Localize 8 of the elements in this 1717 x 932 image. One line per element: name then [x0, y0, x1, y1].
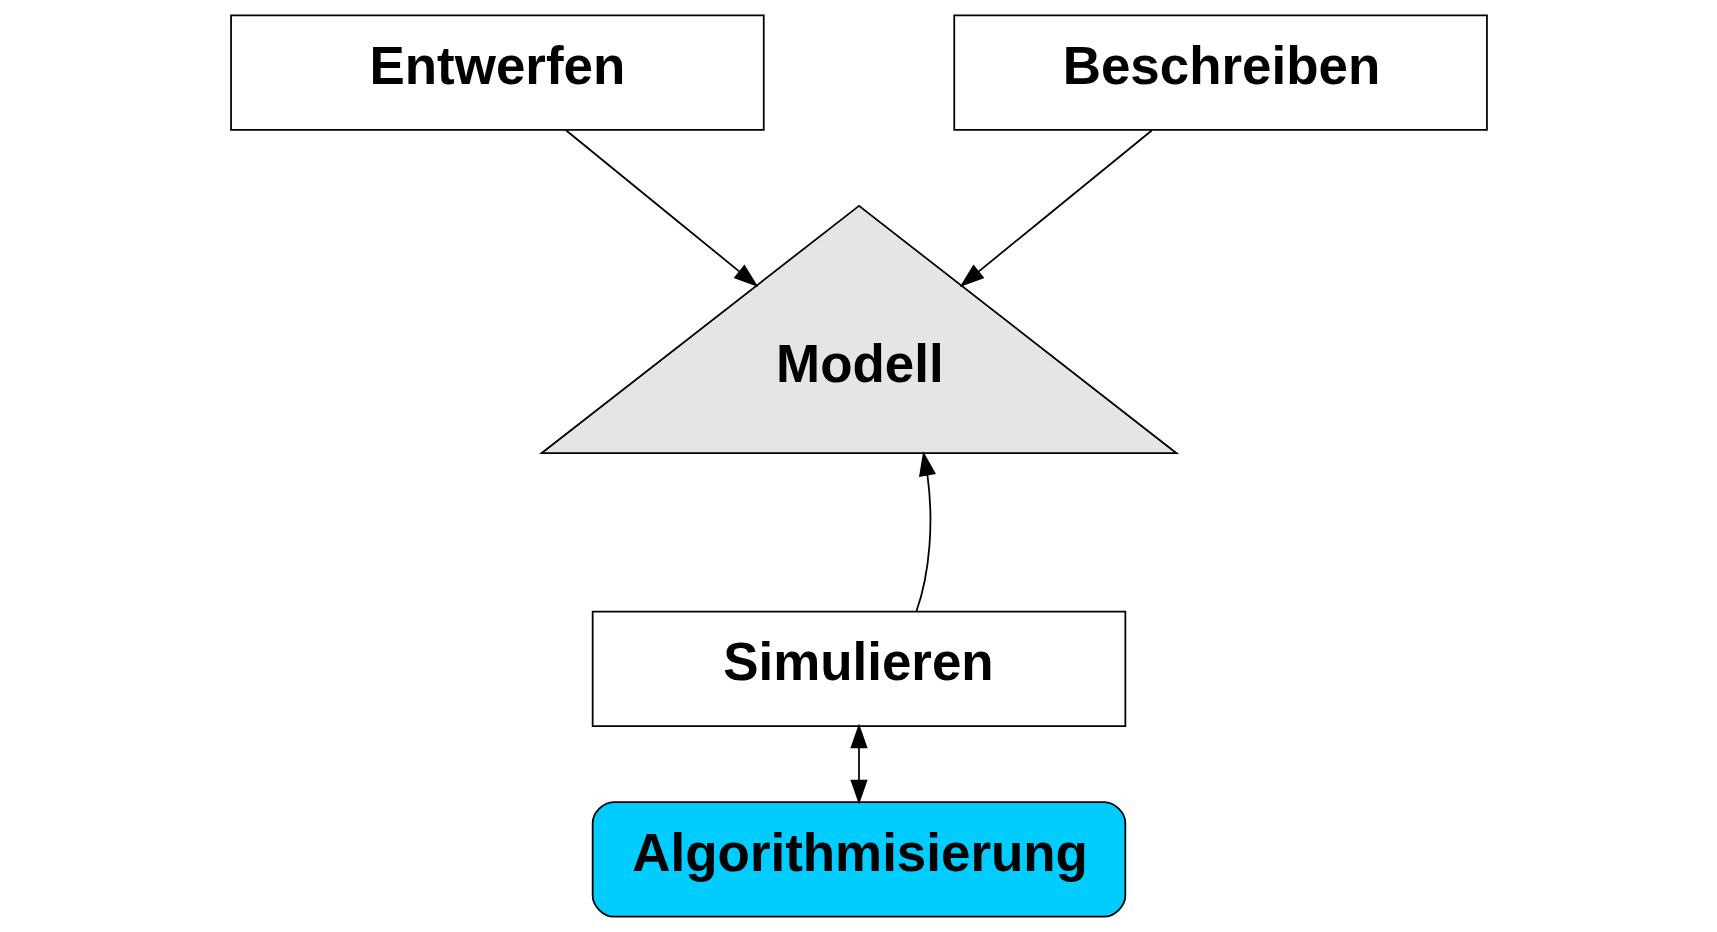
- node-box: Algorithmisierung: [591, 801, 1126, 918]
- arrow: [849, 723, 868, 805]
- node-box: Entwerfen: [229, 14, 765, 131]
- arrow: [959, 129, 1153, 287]
- node-box: Beschreiben: [952, 14, 1488, 131]
- arrow: [915, 451, 936, 613]
- node-box: Simulieren: [591, 610, 1126, 728]
- arrow: [564, 129, 758, 287]
